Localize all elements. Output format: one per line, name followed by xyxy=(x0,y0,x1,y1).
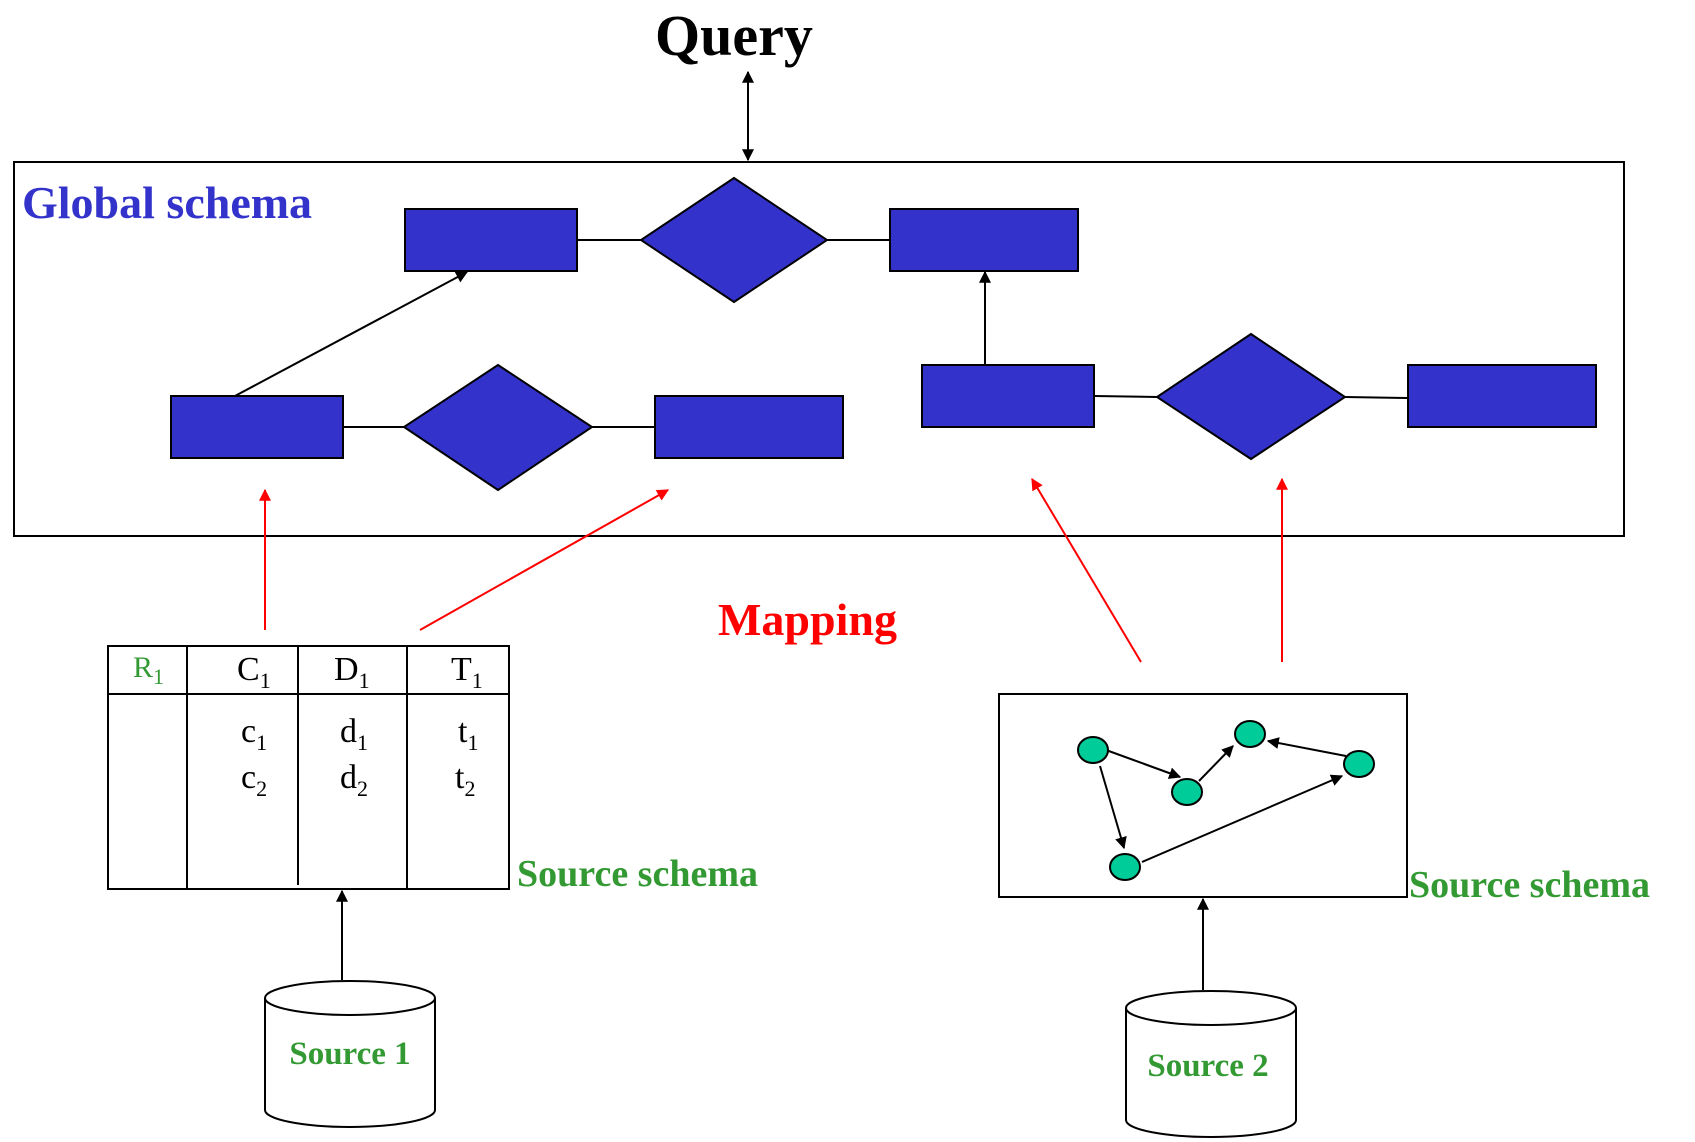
source2-db-label: Source 2 xyxy=(1147,1048,1269,1084)
graph-node xyxy=(1343,750,1375,778)
query-label: Query xyxy=(655,3,813,68)
source1-db-label: Source 1 xyxy=(289,1036,411,1072)
table-cell: c2 xyxy=(241,759,268,801)
global-schema-label: Global schema xyxy=(22,177,313,228)
table-cell: t2 xyxy=(455,759,476,801)
database-cylinder xyxy=(1125,990,1297,1138)
graph-schema-box xyxy=(998,693,1408,898)
entity-box xyxy=(654,395,844,459)
column-header: D1 xyxy=(334,651,370,693)
column-header: C1 xyxy=(237,651,271,693)
table-cell: d2 xyxy=(340,759,368,801)
relationship-diamond xyxy=(639,176,829,304)
source1-schema-label: Source schema xyxy=(517,853,758,895)
entity-box xyxy=(1407,364,1597,428)
graph-node xyxy=(1234,720,1266,748)
global-schema-box xyxy=(13,161,1625,537)
entity-box xyxy=(889,208,1079,272)
database-cylinder xyxy=(264,980,436,1128)
graph-node xyxy=(1109,853,1141,881)
relation-table xyxy=(107,645,510,890)
mapping-arrow xyxy=(1031,477,1142,663)
column-header: T1 xyxy=(451,651,483,693)
relationship-diamond xyxy=(1155,332,1347,461)
mapping-label: Mapping xyxy=(718,594,897,645)
mapping-arrow xyxy=(419,489,670,631)
relation-name: R1 xyxy=(133,651,165,689)
entity-box xyxy=(921,364,1095,428)
table-cell: c1 xyxy=(241,713,268,755)
entity-box xyxy=(404,208,578,272)
graph-node xyxy=(1077,736,1109,764)
entity-box xyxy=(170,395,344,459)
source2-schema-label: Source schema xyxy=(1409,864,1650,906)
table-cell: t1 xyxy=(458,713,479,755)
table-cell: d1 xyxy=(340,713,368,755)
relationship-diamond xyxy=(402,363,594,492)
graph-node xyxy=(1171,778,1203,806)
isa-arrow xyxy=(234,271,469,397)
